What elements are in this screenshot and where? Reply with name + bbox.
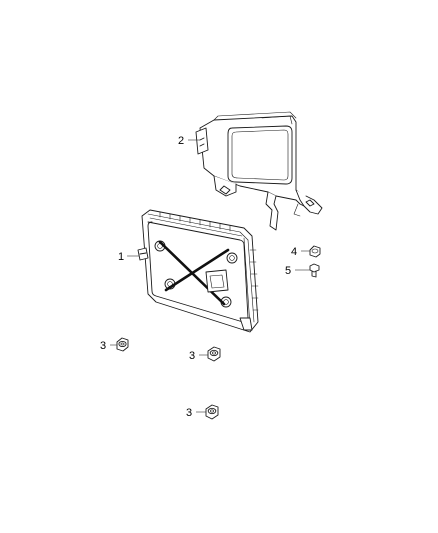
nut-part-3-center — [207, 346, 221, 362]
callout-1: 1 — [118, 251, 124, 263]
nut-part-3-left — [116, 337, 129, 352]
control-module — [137, 209, 259, 333]
mounting-bracket — [195, 111, 323, 231]
callout-3-left: 3 — [100, 340, 106, 352]
nut-part-4 — [309, 245, 321, 258]
leader-lines — [110, 139, 310, 413]
bolt-part-5 — [309, 263, 320, 278]
nut-part-3-lower — [205, 404, 219, 420]
callout-3-lower: 3 — [186, 407, 192, 419]
callout-3-center: 3 — [189, 350, 195, 362]
callout-2: 2 — [178, 135, 184, 147]
callout-5: 5 — [285, 265, 291, 277]
callout-4: 4 — [291, 246, 297, 258]
